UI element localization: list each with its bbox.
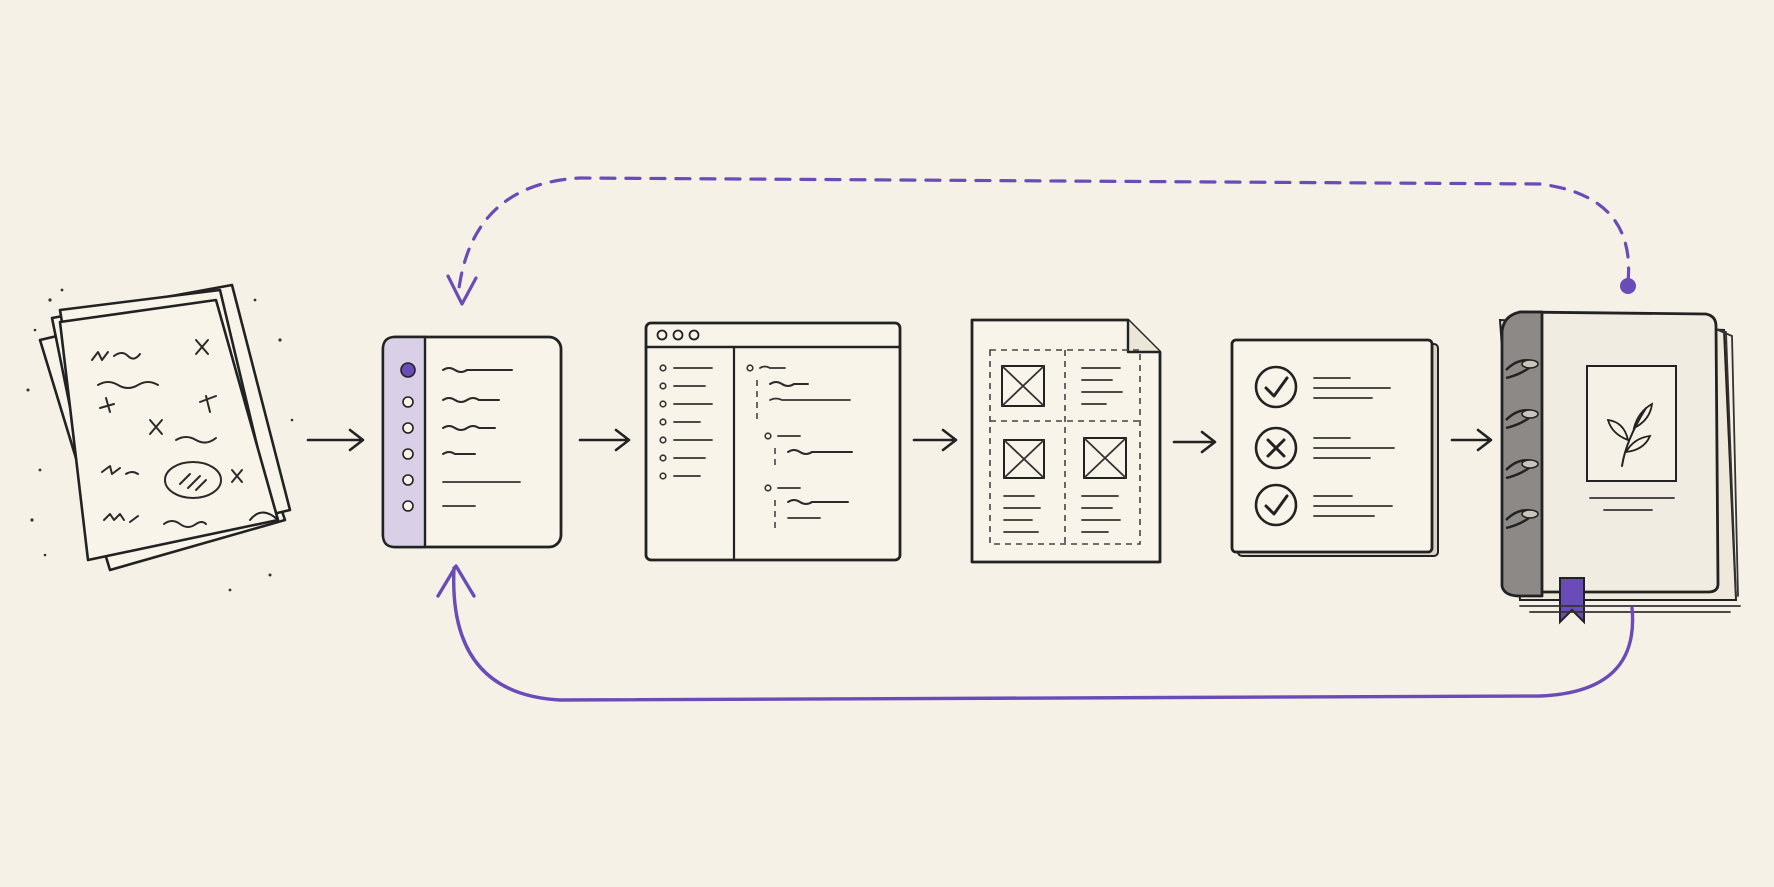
- flow-arrow-3: [912, 428, 958, 452]
- messy-notes-stack-icon: [26, 283, 294, 592]
- feedback-loop-dashed: [446, 176, 1636, 306]
- flow-arrow-5: [1450, 428, 1493, 452]
- flow-arrow-1: [306, 428, 365, 452]
- tree-structure-window-icon: [644, 321, 902, 562]
- feedback-loop-solid: [436, 564, 1635, 702]
- outline-sidebar-panel-icon: [381, 335, 563, 549]
- flow-arrow-2: [578, 428, 631, 452]
- layout-wireframe-page-icon: [970, 318, 1162, 564]
- bound-book-icon: [1498, 310, 1741, 625]
- review-checklist-icon: [1230, 338, 1439, 557]
- flow-arrow-4: [1172, 430, 1217, 454]
